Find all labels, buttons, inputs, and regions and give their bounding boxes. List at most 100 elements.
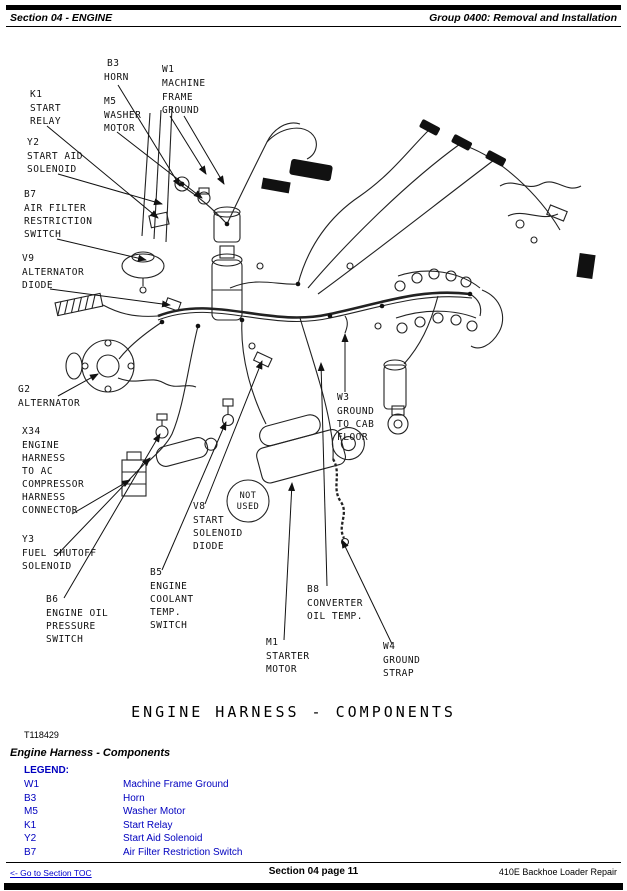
leader-arrows (46, 84, 393, 645)
go-to-section-toc-link[interactable]: <- Go to Section TOC (10, 868, 92, 878)
harness-wires (102, 106, 582, 465)
label-line: WASHER (104, 110, 141, 121)
diagram-label-b6: B6 ENGINE OIL PRESSURE SWITCH (46, 594, 108, 645)
label-line: TO AC (22, 466, 53, 477)
label-line: Y2 (27, 137, 39, 148)
label-line: SOLENOID (193, 528, 243, 539)
diagram-labels: B3 HORN W1 MACHINE FRAME GROUND K1 START… (18, 58, 420, 679)
right-connectors-shape (515, 204, 596, 279)
diagram-label-b7: B7 AIR FILTER RESTRICTION SWITCH (24, 189, 92, 240)
alternator-shape (65, 339, 135, 393)
start-aid-solenoid-shape (211, 245, 243, 321)
diagram-label-y3: Y3 FUEL SHUTOFF SOLENOID (22, 534, 96, 572)
label-line: STRAP (383, 668, 414, 679)
figure-number: T118429 (24, 730, 59, 740)
section-heading: Engine Harness - Components (10, 747, 171, 759)
legend-desc-link[interactable]: Machine Frame Ground (123, 779, 229, 790)
fuel-pump-shape (387, 405, 409, 435)
label-line: TEMP. (150, 607, 181, 618)
legend-code: Y2 (24, 833, 37, 845)
diagram-label-m5: M5 WASHER MOTOR (104, 96, 141, 134)
footer-bottom-bar (4, 883, 623, 890)
top-connectors-shape (261, 119, 507, 194)
label-line: DIODE (193, 541, 224, 552)
label-line: W3 (337, 392, 349, 403)
diagram-label-k1: K1 START RELAY (30, 89, 61, 127)
diagram-label-b5: B5 ENGINE COOLANT TEMP. SWITCH (150, 567, 194, 631)
footer-page-label: Section 04 page 11 (268, 866, 359, 877)
injector-connectors-shape (394, 268, 481, 334)
label-line: M1 (266, 637, 278, 648)
label-line: GROUND (383, 655, 420, 666)
label-line: W4 (383, 641, 395, 652)
label-line: AIR FILTER (24, 203, 86, 214)
header-section-label: Section 04 - ENGINE (10, 12, 113, 24)
label-line: STARTER (266, 651, 310, 662)
header-group-label: Group 0400: Removal and Installation (429, 12, 617, 24)
diagram-label-y2: Y2 START AID SOLENOID (27, 137, 82, 175)
label-line: B6 (46, 594, 58, 605)
label-line: G2 (18, 384, 30, 395)
label-line: CONVERTER (307, 598, 363, 609)
legend-code: W1 (24, 779, 39, 790)
legend-code: M5 (24, 806, 38, 818)
label-line: SOLENOID (22, 561, 72, 572)
diagram-label-v9: V9 ALTERNATOR DIODE (22, 253, 84, 291)
legend-code: K1 (24, 819, 37, 831)
footer-doc-title: 410E Backhoe Loader Repair (498, 867, 617, 877)
component-shapes (54, 119, 596, 547)
legend-desc-link[interactable]: Air Filter Restriction Switch (123, 846, 243, 858)
label-line: B5 (150, 567, 162, 578)
label-line: RELAY (30, 116, 61, 127)
air-filter-restriction-switch-shape (121, 251, 165, 294)
legend-row: K1 Start Relay (24, 820, 242, 834)
header-top-bar (6, 5, 621, 10)
label-line: OIL TEMP. (307, 611, 363, 622)
not-used-line2: USED (237, 502, 259, 512)
legend-title: LEGEND: (24, 765, 69, 776)
label-line: X34 (22, 426, 41, 437)
label-line: SWITCH (46, 634, 83, 645)
label-line: SOLENOID (27, 164, 77, 175)
legend-desc-link[interactable]: Start Aid Solenoid (123, 833, 203, 845)
legend-row: Y2 Start Aid Solenoid (24, 833, 242, 847)
label-line: GROUND (337, 406, 374, 417)
label-line: TO CAB (337, 419, 374, 430)
label-line: SWITCH (24, 229, 61, 240)
start-solenoid-diode-shape (252, 351, 273, 368)
starter-motor-shape (256, 414, 365, 484)
legend-desc-link[interactable]: Washer Motor (123, 806, 186, 818)
legend-desc-link[interactable]: Horn (123, 792, 145, 804)
ground-hatch-block (54, 292, 104, 317)
diagram-label-w3: W3 GROUND TO CAB FLOOR (337, 392, 374, 443)
label-line: B3 (107, 58, 119, 69)
label-line: HARNESS (22, 492, 66, 503)
label-line: B8 (307, 584, 319, 595)
label-line: HORN (104, 72, 129, 83)
label-line: RESTRICTION (24, 216, 92, 227)
label-line: FRAME (162, 92, 193, 103)
label-line: V8 (193, 501, 205, 512)
diagram-label-b3: B3 HORN (104, 58, 129, 83)
legend-desc-link[interactable]: Start Relay (123, 819, 173, 831)
label-line: MACHINE (162, 78, 206, 89)
diagram-label-w4: W4 GROUND STRAP (383, 641, 420, 679)
diagram-label-m1: M1 STARTER MOTOR (266, 637, 310, 675)
label-line: COOLANT (150, 594, 194, 605)
label-line: M5 (104, 96, 116, 107)
diagram-label-w1: W1 MACHINE FRAME GROUND (162, 64, 206, 116)
not-used-line1: NOT (240, 491, 257, 501)
label-line: ENGINE (150, 581, 187, 592)
label-line: DIODE (22, 280, 53, 291)
label-line: W1 (162, 64, 174, 75)
label-line: ALTERNATOR (22, 267, 84, 278)
figure-caption: ENGINE HARNESS - COMPONENTS (131, 703, 456, 721)
label-line: START (193, 515, 224, 526)
clip-rings (248, 262, 382, 350)
diagram-label-g2: G2 ALTERNATOR (18, 384, 80, 409)
label-line: FLOOR (337, 432, 368, 443)
